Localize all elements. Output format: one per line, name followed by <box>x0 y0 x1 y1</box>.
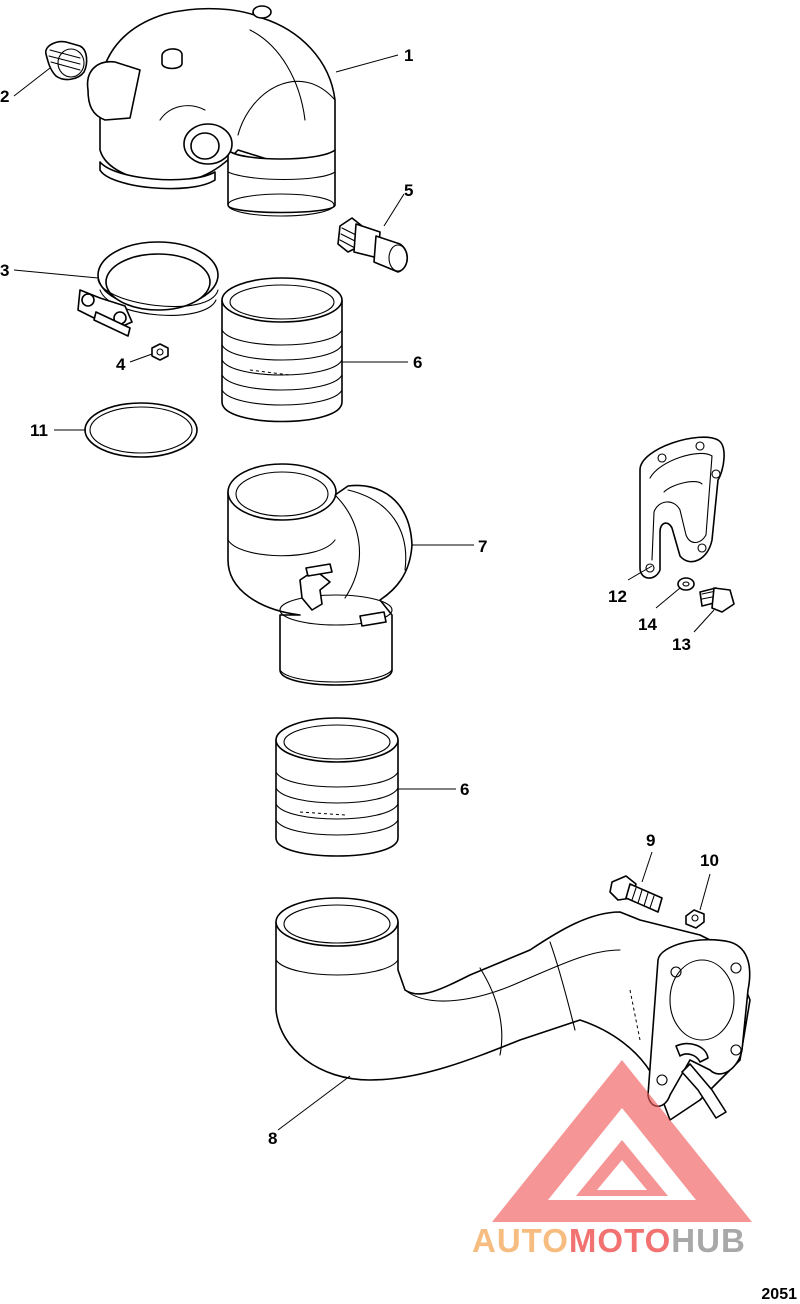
part-13-bolt <box>699 587 735 613</box>
callout-1: 1 <box>404 46 413 65</box>
part-7-connector <box>227 463 413 686</box>
watermark-hub: HUB <box>671 1222 746 1259</box>
leader-1 <box>335 54 399 73</box>
callout-12: 12 <box>608 587 627 606</box>
figure-number: 2051 <box>761 1286 797 1303</box>
leader-4 <box>129 353 153 363</box>
part-6-bellows-upper <box>221 277 343 423</box>
callout-labels: 1 2 3 4 5 6 6 7 8 9 10 11 12 13 14 <box>0 46 719 1148</box>
part-1-elbow <box>86 5 336 217</box>
callout-2: 2 <box>0 87 9 106</box>
part-3-clamp <box>77 241 219 337</box>
watermark-inner-triangle <box>576 1140 668 1196</box>
leader-3 <box>13 269 99 279</box>
part-10-washer <box>685 909 705 929</box>
watermark-triangle <box>492 1060 752 1222</box>
part-2-plug <box>45 40 88 81</box>
leader-9 <box>641 851 653 883</box>
callout-7: 7 <box>478 537 487 556</box>
callout-14: 14 <box>638 615 657 634</box>
part-4-nut <box>151 343 169 361</box>
callout-11: 11 <box>30 421 48 440</box>
callout-9: 9 <box>646 831 655 850</box>
part-9-bolt <box>609 875 663 913</box>
leader-12 <box>627 565 653 581</box>
leader-13 <box>693 609 715 633</box>
watermark-logo: AUTOMOTOHUB <box>472 1060 752 1259</box>
watermark-auto: AUTO <box>472 1222 569 1259</box>
callout-6-upper: 6 <box>413 353 422 372</box>
part-8-exhaust-elbow <box>275 897 751 1121</box>
callout-6-lower: 6 <box>460 780 469 799</box>
watermark-text: AUTOMOTOHUB <box>472 1222 746 1259</box>
part-14-washer <box>677 577 695 591</box>
part-6-bellows-lower <box>275 717 399 857</box>
callout-4: 4 <box>116 355 126 374</box>
part-11-o-ring <box>84 402 198 458</box>
leader-8 <box>277 1075 351 1131</box>
leader-lines <box>13 54 715 1131</box>
watermark-moto: MOTO <box>569 1222 671 1259</box>
leader-10 <box>699 873 711 911</box>
callout-10: 10 <box>700 851 719 870</box>
leader-5 <box>383 193 405 227</box>
callout-3: 3 <box>0 261 9 280</box>
callout-13: 13 <box>672 635 691 654</box>
part-5-fitting <box>337 217 409 273</box>
callout-5: 5 <box>404 181 413 200</box>
leader-2 <box>13 67 51 97</box>
callout-8: 8 <box>268 1129 277 1148</box>
part-12-gasket <box>639 436 725 579</box>
leader-14 <box>655 587 681 609</box>
